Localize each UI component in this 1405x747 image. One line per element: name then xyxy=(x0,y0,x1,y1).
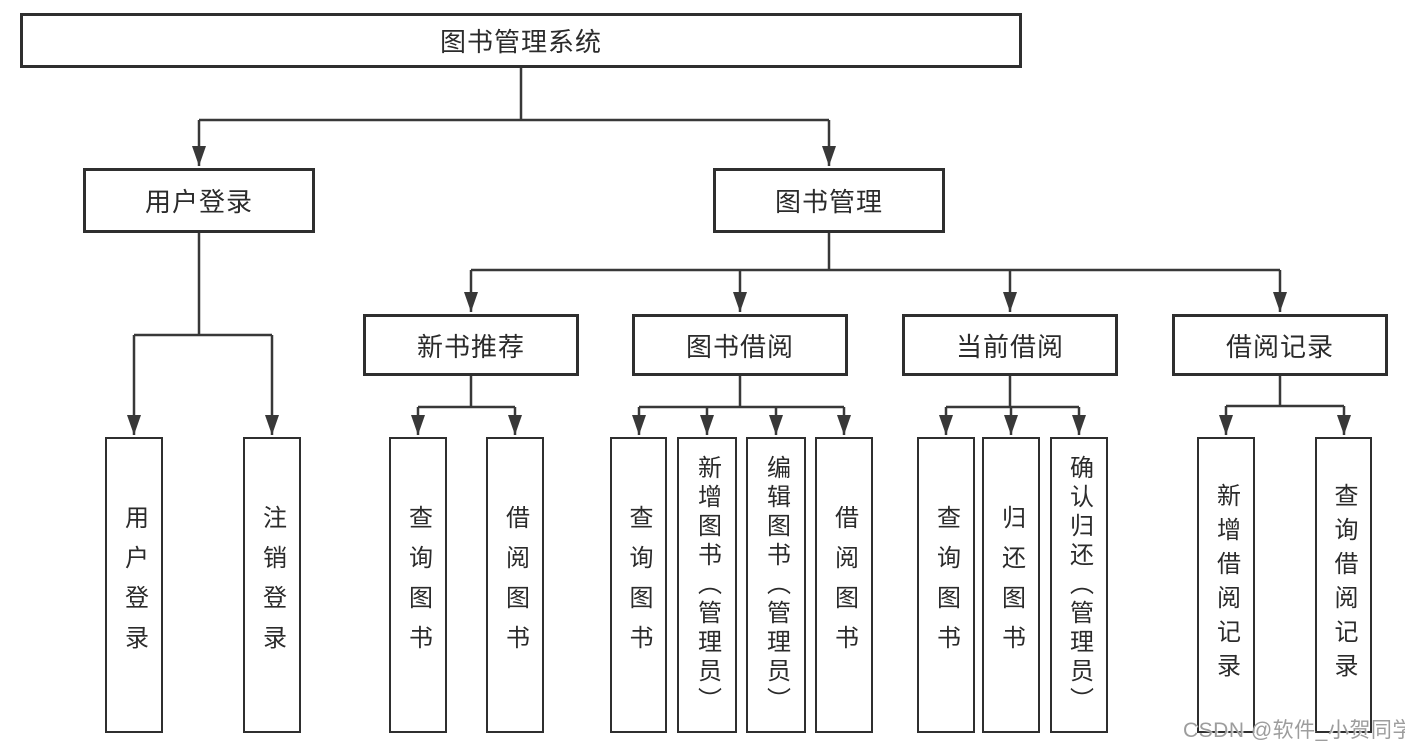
node-user-login: 用户登录 xyxy=(83,168,315,233)
branch-book-borrow xyxy=(639,376,844,409)
leaf-query-borrow-record: 查询借阅记录 xyxy=(1315,437,1372,733)
leaf-logout-login: 注销登录 xyxy=(243,437,301,733)
csdn-watermark: CSDN @软件_小贺同学 xyxy=(1183,719,1405,742)
leaf-borrow-book-recommend: 借阅图书 xyxy=(486,437,544,733)
tree-branches xyxy=(127,68,1351,435)
leaf-user-login: 用户登录 xyxy=(105,437,163,733)
leaf-return-book: 归还图书 xyxy=(982,437,1040,733)
branch-root xyxy=(199,68,829,122)
leaf-borrow-book: 借阅图书 xyxy=(815,437,873,733)
node-new-book-recommend: 新书推荐 xyxy=(363,314,579,376)
node-book-management: 图书管理 xyxy=(713,168,945,233)
branch-borrow-record xyxy=(1226,376,1344,408)
leaf-confirm-return-admin: 确认归还（管理员） xyxy=(1050,437,1108,733)
leaf-query-book-recommend: 查询图书 xyxy=(389,437,447,733)
node-book-borrow: 图书借阅 xyxy=(632,314,848,376)
leaf-query-book-borrow: 查询图书 xyxy=(610,437,667,733)
node-current-borrow: 当前借阅 xyxy=(902,314,1118,376)
branch-current-borrow xyxy=(946,376,1079,409)
branch-new-book-recommend xyxy=(418,376,515,409)
branch-user-login xyxy=(134,233,272,337)
leaf-add-book-admin: 新增图书（管理员） xyxy=(677,437,737,733)
leaf-query-book-current: 查询图书 xyxy=(917,437,975,733)
leaf-edit-book-admin: 编辑图书（管理员） xyxy=(746,437,806,733)
node-borrow-record: 借阅记录 xyxy=(1172,314,1388,376)
branch-book-management xyxy=(471,233,1280,272)
node-root-library-system: 图书管理系统 xyxy=(20,13,1022,68)
leaf-add-borrow-record: 新增借阅记录 xyxy=(1197,437,1255,733)
